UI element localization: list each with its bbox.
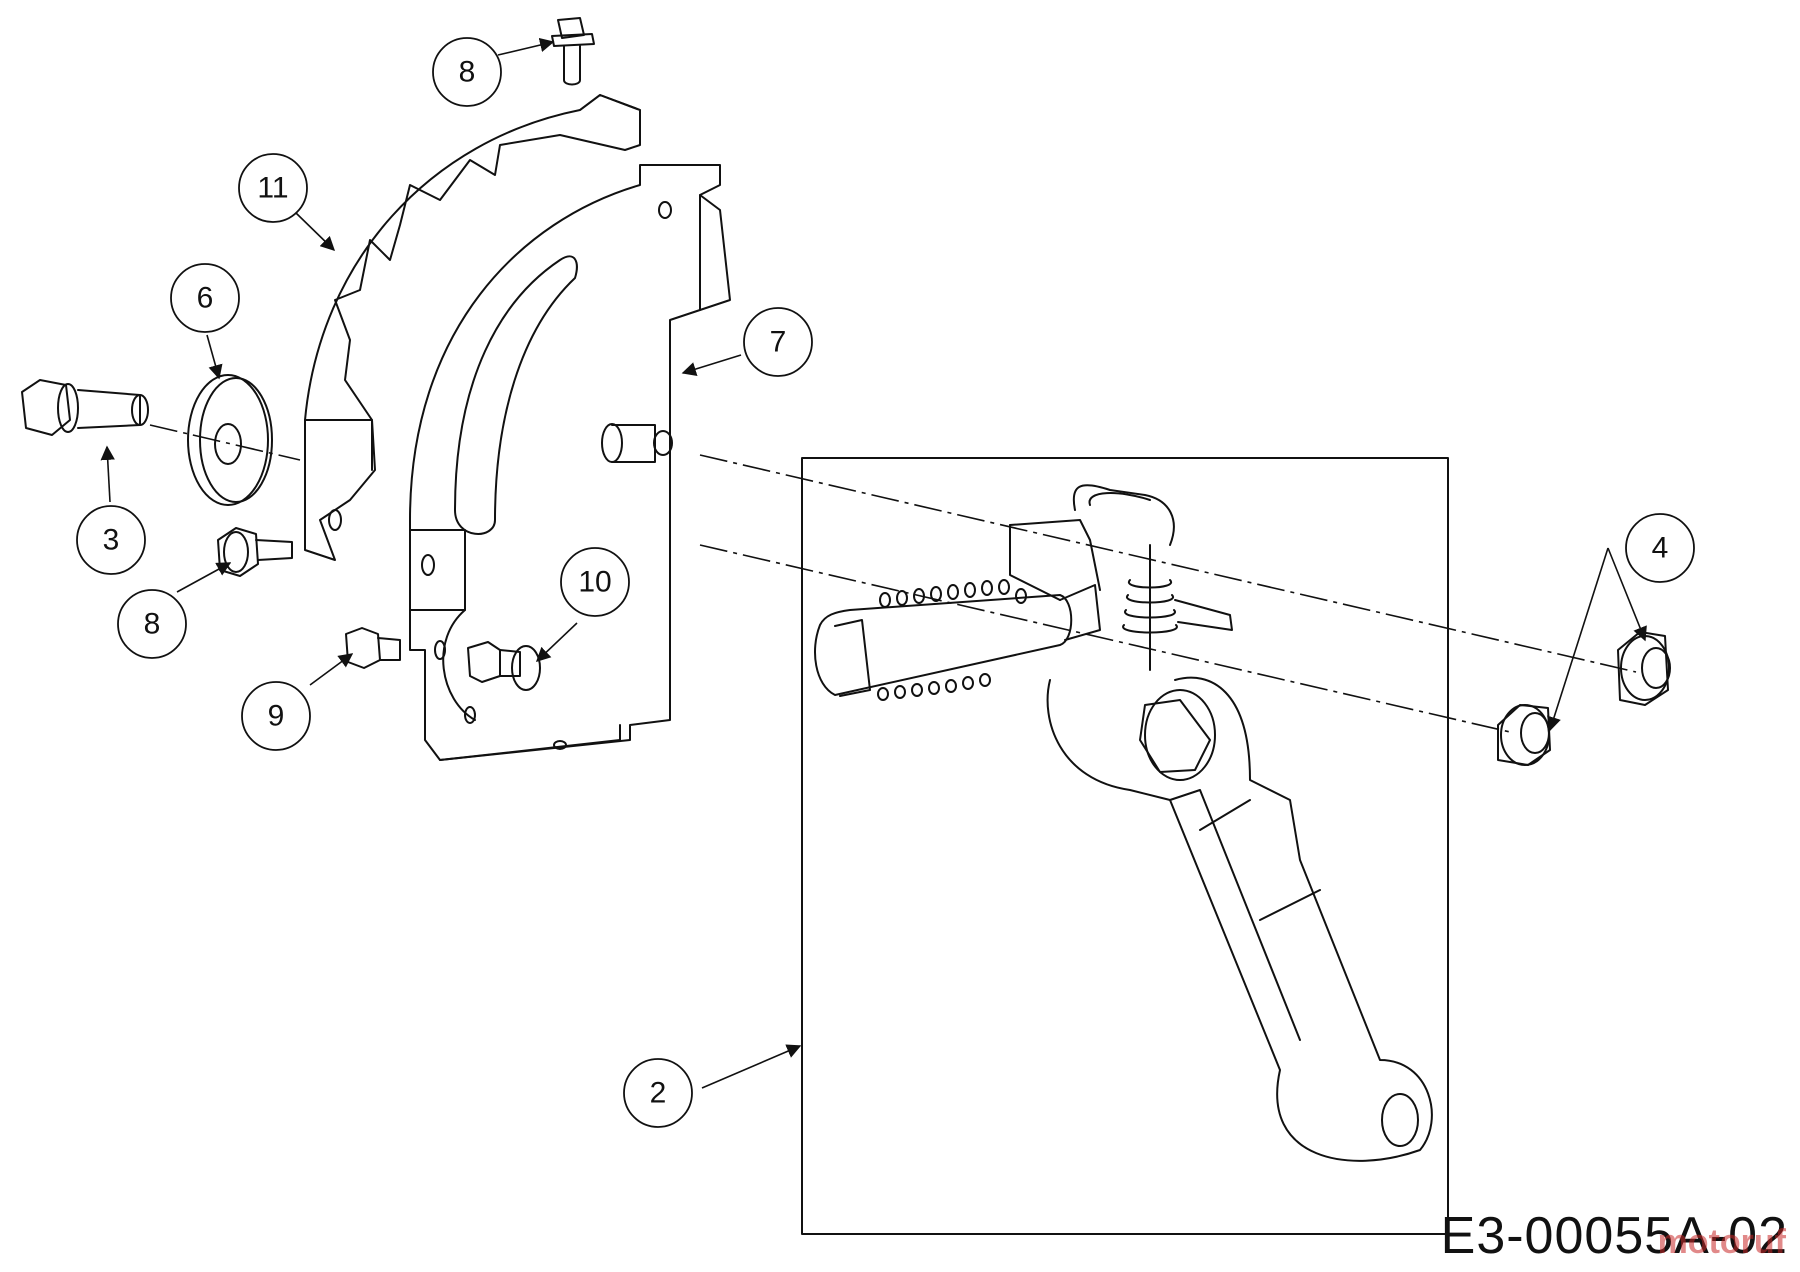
callout-label-9: 9 — [268, 700, 285, 733]
shift-lever-assembly — [814, 484, 1433, 1162]
callout-circle-4 — [1625, 513, 1695, 583]
callout-label-6: 6 — [197, 282, 214, 315]
callout-circle-8-left — [117, 589, 187, 659]
callout-label-11: 11 — [257, 172, 288, 205]
callout-circle-10 — [560, 547, 630, 617]
callout-label-7: 7 — [770, 326, 787, 359]
carriage-bolt — [467, 641, 541, 691]
callout-circle-9 — [241, 681, 311, 751]
watermark-logo: motoruf — [1657, 1223, 1786, 1261]
callout-label-8-top: 8 — [459, 56, 476, 89]
callout-circle-6 — [170, 263, 240, 333]
callout-circle-2 — [623, 1058, 693, 1128]
flange-lock-nut-rear — [1617, 631, 1671, 706]
flange-bolt-top — [551, 17, 595, 86]
flange-bolt-left — [217, 527, 293, 577]
callout-label-8-left: 8 — [144, 608, 161, 641]
hex-bolt — [345, 627, 401, 669]
shoulder-bolt — [21, 379, 149, 436]
notched-quadrant-plate — [304, 94, 641, 561]
callout-circle-7 — [743, 307, 813, 377]
flat-washer — [187, 374, 273, 506]
assembly-frame — [801, 457, 1449, 1235]
callout-circle-11 — [238, 153, 308, 223]
drawing-code: E3-00055A-02 — [1440, 1207, 1788, 1265]
leader-lines — [100, 37, 1647, 1089]
callout-circle-8-top — [432, 37, 502, 107]
callout-label-4: 4 — [1652, 532, 1669, 565]
callout-label-10: 10 — [578, 566, 611, 599]
mounting-bracket-plate — [409, 164, 731, 761]
assembly-centerlines — [149, 424, 1637, 733]
callout-label-3: 3 — [103, 524, 120, 557]
flange-lock-nut-front — [1497, 704, 1551, 766]
callout-circle-3 — [76, 505, 146, 575]
callout-label-2: 2 — [650, 1077, 667, 1110]
